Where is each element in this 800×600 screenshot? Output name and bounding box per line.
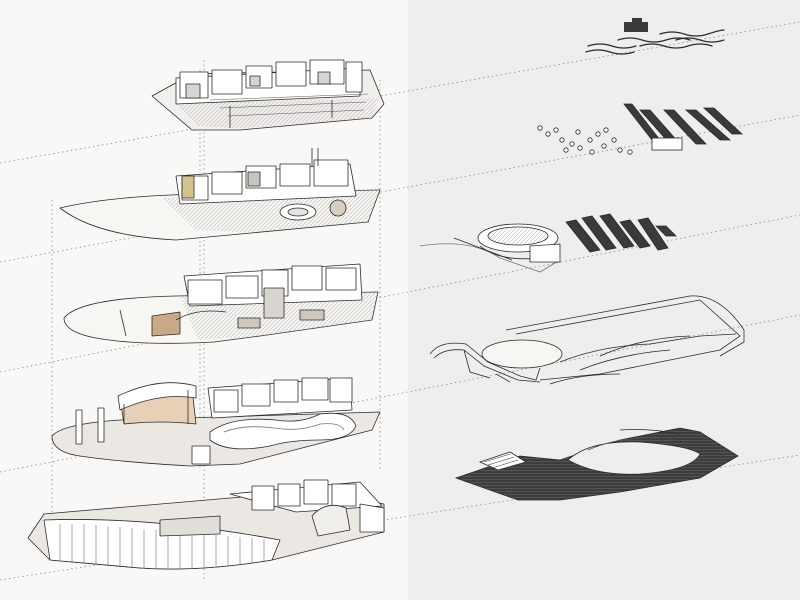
level-5-plan [151,59,385,131]
level-4-plan [59,148,381,241]
right-level-1-drawing [454,427,739,501]
right-background [408,0,800,600]
right-level-2-drawing [429,295,745,385]
level-3-plan [63,263,379,344]
vertical-alignment-lines [51,60,381,580]
right-level-3-drawing [419,213,677,273]
right-level-4-drawing [537,103,744,155]
level-1-plan [27,479,385,570]
right-level-5-drawing [585,18,725,55]
level-2-plan [51,377,381,467]
